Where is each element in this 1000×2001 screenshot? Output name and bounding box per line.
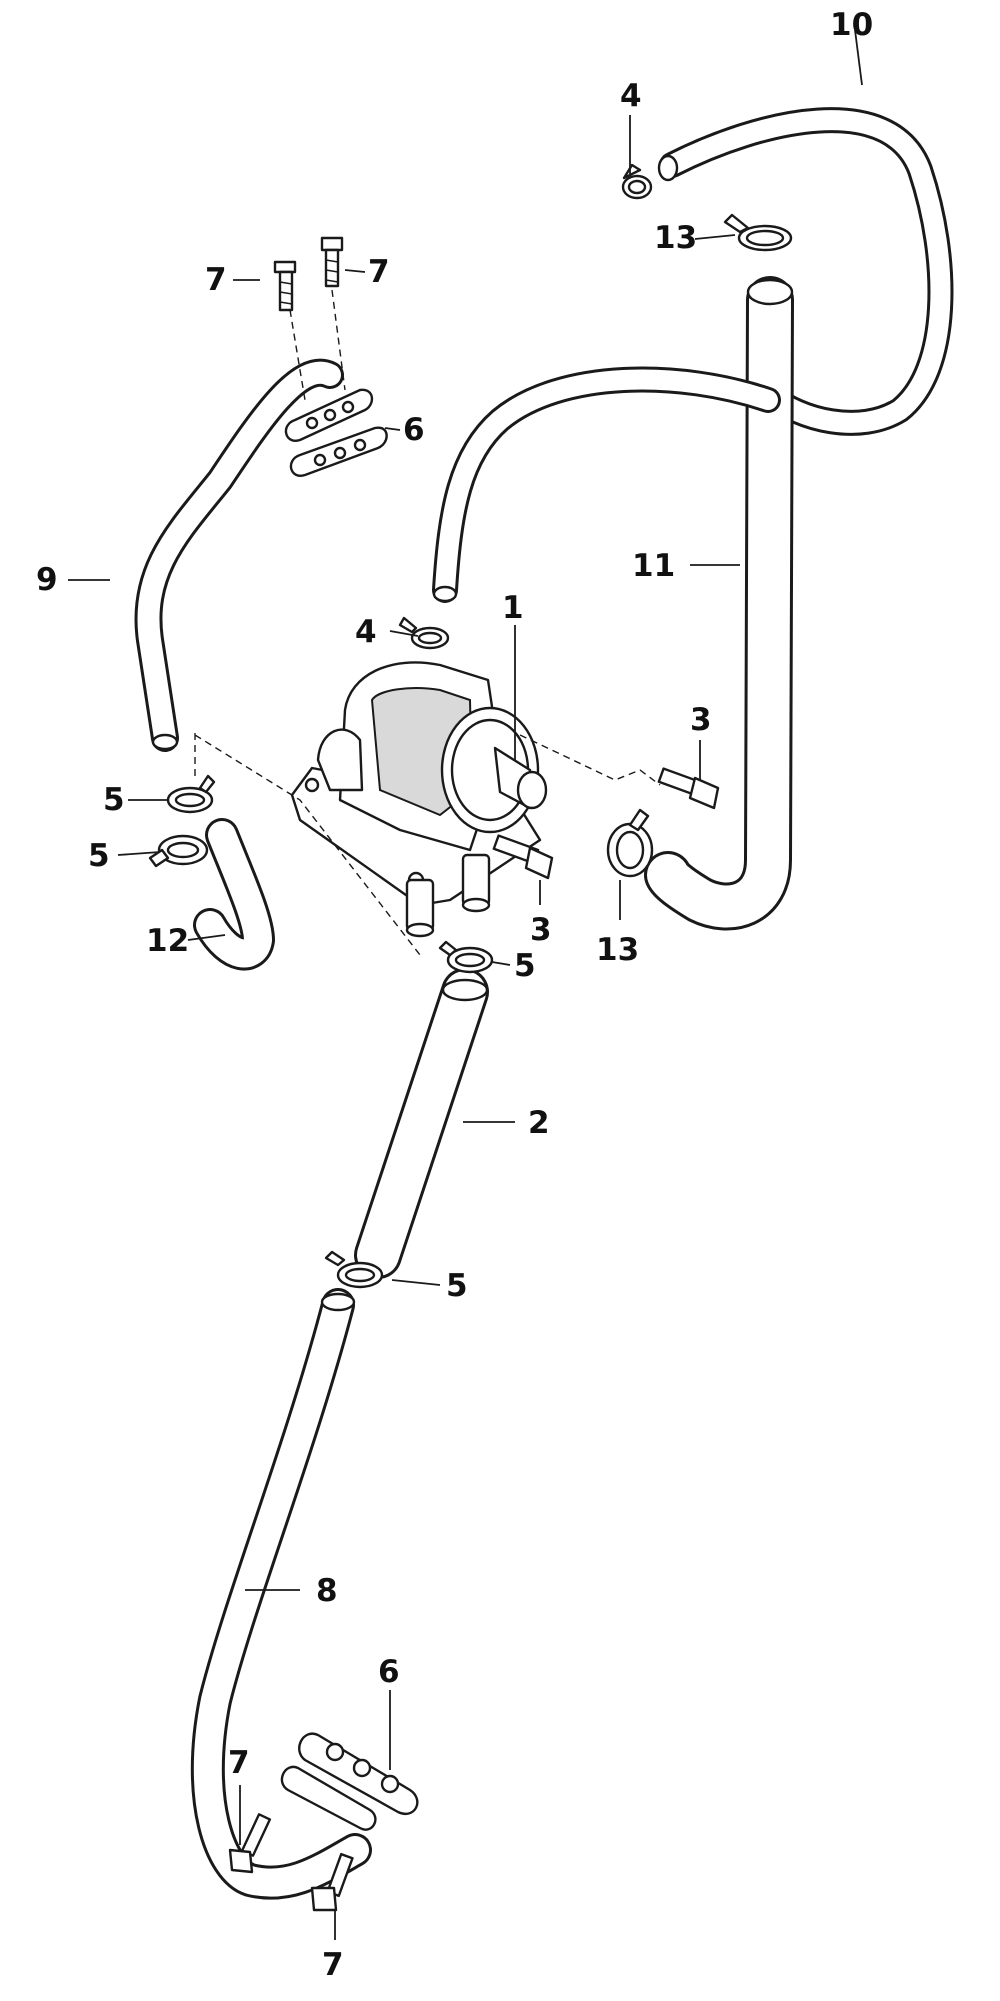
callout-6: 6 — [378, 1654, 400, 1690]
clamp-5-pump — [438, 940, 494, 974]
bolt-3-left — [492, 834, 554, 880]
callout-5: 5 — [446, 1268, 468, 1304]
clamp-5-left-lower — [148, 834, 209, 868]
bolt-7-upper-right — [320, 236, 344, 288]
hose-9 — [134, 358, 344, 752]
pump-assembly — [290, 661, 548, 938]
hose-12 — [193, 818, 275, 971]
callout-8: 8 — [316, 1573, 338, 1609]
callout-12: 12 — [146, 923, 189, 959]
callout-2: 2 — [528, 1105, 550, 1141]
hose-11 — [644, 276, 794, 931]
leader-lines — [68, 29, 863, 1940]
bolt-7-lower-left — [228, 1813, 272, 1874]
clamp-13-top — [723, 213, 793, 252]
clamp-5-left-upper — [166, 774, 216, 814]
bolt-7-upper-left — [273, 260, 297, 312]
callout-6: 6 — [403, 412, 425, 448]
alignment-line-left — [194, 733, 421, 956]
alignment-line-bolts — [289, 289, 346, 401]
clamp-5-middle — [324, 1250, 384, 1289]
callout-5: 5 — [88, 838, 110, 874]
callout-5: 5 — [103, 782, 125, 818]
flange-6-lower — [280, 1732, 419, 1831]
callout-9: 9 — [36, 562, 58, 598]
callout-3: 3 — [530, 912, 552, 948]
callout-4: 4 — [620, 78, 642, 114]
hose-11-branch — [432, 366, 781, 603]
clamp-4-top — [621, 163, 653, 200]
callout-3: 3 — [690, 702, 712, 738]
hose-10 — [657, 107, 954, 436]
bolt-3-right — [657, 767, 720, 810]
callout-11: 11 — [632, 548, 675, 584]
hose-8 — [190, 1288, 372, 1900]
clamp-13-pump — [606, 808, 654, 878]
flange-6-upper — [284, 388, 388, 477]
callout-5: 5 — [514, 948, 536, 984]
callout-4: 4 — [355, 614, 377, 650]
hose-2 — [354, 968, 489, 1279]
callout-10: 10 — [830, 7, 873, 43]
callout-7: 7 — [368, 254, 390, 290]
alignment-line-right — [519, 734, 661, 786]
bolt-7-lower-right — [310, 1852, 354, 1912]
callout-13: 13 — [654, 220, 697, 256]
callout-7: 7 — [205, 262, 227, 298]
clamp-4-mid — [398, 616, 450, 650]
callout-labels: 1 2 3 3 4 4 5 5 5 5 6 6 7 7 7 7 8 9 10 1… — [36, 7, 873, 1983]
callout-7: 7 — [322, 1947, 344, 1983]
callout-7: 7 — [228, 1745, 250, 1781]
callout-13: 13 — [596, 932, 639, 968]
callout-1: 1 — [502, 590, 524, 626]
